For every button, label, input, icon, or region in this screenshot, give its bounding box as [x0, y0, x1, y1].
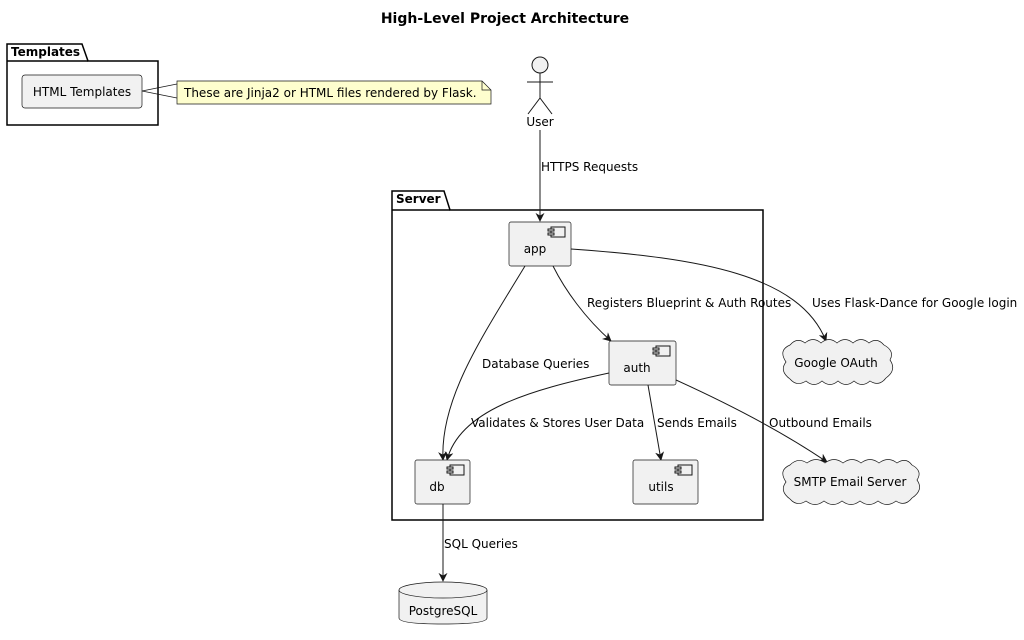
edge-app-auth	[552, 265, 612, 342]
html-templates-node[interactable]: HTML Templates	[21, 74, 143, 109]
smtp-cloud[interactable]: SMTP Email Server	[782, 459, 920, 505]
user-actor[interactable]	[527, 56, 553, 115]
diagram-title: High-Level Project Architecture	[381, 11, 629, 27]
utils-component[interactable]: utils	[632, 459, 699, 505]
edge-label-auth-utils: Sends Emails	[657, 416, 737, 430]
edges	[438, 130, 828, 582]
app-label: app	[524, 242, 547, 256]
edge-label-app-google: Uses Flask-Dance for Google login	[812, 296, 1017, 310]
edge-app-google	[570, 248, 828, 342]
google-oauth-label: Google OAuth	[794, 356, 878, 370]
edge-label-app-db: Database Queries	[482, 357, 589, 371]
server-package: Server	[391, 190, 764, 521]
edge-label-user-app: HTTPS Requests	[541, 160, 638, 174]
component-icon	[674, 464, 693, 476]
edge-label-db-postgres: SQL Queries	[444, 537, 518, 551]
templates-package-label: Templates	[11, 45, 80, 59]
smtp-label: SMTP Email Server	[794, 475, 907, 489]
edge-label-auth-smtp: Outbound Emails	[769, 416, 872, 430]
edge-auth-db	[444, 372, 610, 461]
edge-auth-smtp	[675, 379, 828, 463]
auth-component[interactable]: auth	[608, 340, 677, 386]
note-text: These are Jinja2 or HTML files rendered …	[183, 86, 477, 100]
utils-label: utils	[648, 480, 673, 494]
google-oauth-cloud[interactable]: Google OAuth	[782, 339, 894, 385]
app-component[interactable]: app	[508, 221, 572, 267]
user-label: User	[526, 115, 553, 129]
edge-auth-utils	[647, 384, 665, 461]
server-package-label: Server	[396, 192, 441, 206]
edge-label-app-auth: Registers Blueprint & Auth Routes	[587, 296, 791, 310]
postgresql-database[interactable]: PostgreSQL	[398, 581, 488, 625]
db-label: db	[429, 480, 444, 494]
templates-package: Templates	[6, 43, 159, 126]
auth-label: auth	[623, 361, 650, 375]
postgresql-label: PostgreSQL	[409, 604, 478, 618]
component-icon	[547, 226, 566, 238]
component-icon	[446, 464, 465, 476]
edge-app-db	[438, 265, 526, 461]
edge-label-auth-db: Validates & Stores User Data	[471, 416, 644, 430]
component-icon	[652, 345, 671, 357]
db-component[interactable]: db	[414, 459, 471, 505]
html-templates-label: HTML Templates	[33, 85, 131, 99]
templates-note: These are Jinja2 or HTML files rendered …	[141, 80, 492, 105]
